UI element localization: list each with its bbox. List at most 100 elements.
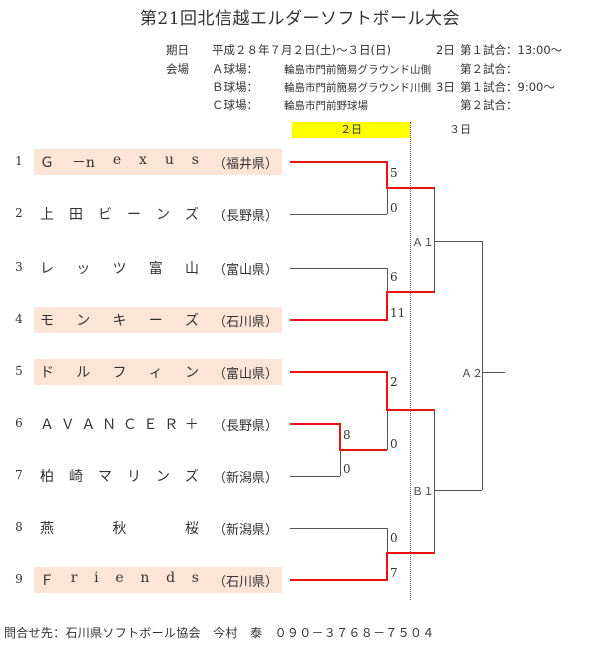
team-seed: 1: [15, 154, 23, 168]
team-name: 柏崎マリンズ: [40, 466, 213, 486]
team-name-char: ン: [155, 469, 170, 485]
page-title: 第21回北信越エルダーソフトボール大会: [139, 9, 461, 29]
team-name-char: i: [94, 570, 99, 586]
team-name-char: ツ: [112, 261, 127, 277]
bracket-v-m4-win: [386, 371, 388, 411]
bracket-line-team2: [290, 214, 387, 215]
team-name-char: e: [115, 570, 124, 586]
team-name-char: 柏: [40, 469, 54, 485]
team-name-char: 山: [184, 261, 199, 277]
team-name: 上田ビーンズ: [40, 204, 213, 224]
team-name-char: ー: [148, 313, 163, 329]
bracket-v-m3-win: [339, 423, 341, 451]
team-name-char: ン: [184, 365, 199, 381]
team-name-char: d: [166, 570, 176, 586]
team-name-char: ＋: [184, 417, 199, 433]
team-name-char: s: [191, 152, 199, 168]
team-seed: 9: [15, 572, 23, 586]
team-name-char: Ａ: [81, 417, 96, 433]
team-name-char: Ｎ: [102, 417, 117, 433]
team-name-char: n: [140, 570, 150, 586]
team-prefecture: （富山県）: [212, 366, 278, 382]
team-name-char: ン: [76, 313, 91, 329]
bracket-line-m2-out: [386, 291, 435, 293]
team-prefecture: （長野県）: [212, 418, 278, 434]
team-name-char: ズ: [184, 469, 199, 485]
team-prefecture: （福井県）: [212, 156, 278, 172]
team-name: 燕秋桜: [40, 518, 213, 538]
score-team1: 5: [390, 166, 398, 180]
day-divider: [410, 122, 411, 600]
venue-label: 会場: [166, 62, 189, 76]
schedule-day2-game2: 第２試合：: [460, 62, 518, 76]
team-name-char: r: [70, 570, 78, 586]
team-row: モンキーズ（石川県）: [34, 307, 282, 333]
team-name: ドルフィン: [40, 362, 213, 382]
team-name-char: Ｒ: [164, 417, 179, 433]
team-name-char: s: [191, 570, 199, 586]
team-row: レッツ富山（富山県）: [34, 255, 282, 281]
team-name: レッツ富山: [40, 258, 213, 278]
bracket-v-m1-lose: [387, 188, 388, 214]
bracket-line-m3-out: [339, 449, 387, 451]
team-prefecture: （新潟県）: [212, 470, 278, 486]
bracket-line-team6: [290, 423, 341, 425]
bracket-line-b1-out: [434, 490, 482, 491]
team-name: モンキーズ: [40, 310, 213, 330]
bracket-line-team9: [290, 579, 388, 581]
venue-a-name: Ａ球場：: [212, 62, 258, 76]
team-name-char: 上: [40, 207, 54, 223]
team-name-char: Ａ: [40, 417, 54, 433]
score-team9: 7: [390, 566, 398, 580]
team-name-char: ズ: [184, 313, 199, 329]
venue-b-place: 輪島市門前簡易グラウンド川側: [284, 82, 431, 94]
venue-c-name: Ｃ球場：: [212, 98, 258, 112]
team-name-char: Ｅ: [143, 417, 158, 433]
team-name-char: レ: [40, 261, 54, 277]
team-name-char: Ｇ: [40, 155, 54, 171]
team-name-char: ン: [155, 207, 170, 223]
team-name-char: 秋: [112, 521, 127, 537]
team-row: 上田ビーンズ（長野県）: [34, 201, 282, 227]
bracket-line-m5-out: [386, 552, 435, 554]
team-name-char: リ: [126, 469, 141, 485]
team-seed: 8: [15, 520, 23, 534]
bracket-line-team1: [290, 161, 388, 163]
team-prefecture: （新潟県）: [212, 522, 278, 538]
bracket-v-m4-lose: [387, 410, 388, 450]
team-seed: 7: [15, 468, 23, 482]
team-name-char: ー: [126, 207, 141, 223]
team-name-char: u: [164, 152, 174, 168]
date-label: 期日: [166, 43, 189, 57]
team-prefecture: （長野県）: [212, 208, 278, 224]
team-row: 柏崎マリンズ（新潟県）: [34, 463, 282, 489]
schedule-day2-game1: 第１試合：13:00～: [460, 43, 563, 57]
node-a2: Ａ２: [461, 367, 483, 380]
team-name-char: Ｃ: [122, 417, 137, 433]
bracket-v-m5-lose: [387, 528, 388, 553]
team-name-char: 崎: [68, 469, 83, 485]
team-seed: 3: [15, 260, 23, 274]
team-name-char: 田: [68, 207, 83, 223]
bracket-v-a1: [434, 188, 435, 292]
bracket-line-team3: [290, 268, 387, 269]
team-name-char: ズ: [184, 207, 199, 223]
team-row: 燕秋桜（新潟県）: [34, 515, 282, 541]
bracket-line-team8: [290, 528, 387, 529]
score-team6: 8: [343, 428, 351, 442]
team-name-char: e: [112, 152, 122, 168]
score-team2: 0: [390, 201, 398, 215]
score-team3: 6: [390, 270, 398, 284]
date-value: 平成２８年７月２日(土)～３日(日): [212, 43, 391, 57]
team-name-char: Ｆ: [40, 573, 54, 589]
bracket-line-team4: [290, 319, 388, 321]
bracket-v-m1-win: [386, 161, 388, 189]
bracket-v-m5-win: [386, 552, 388, 581]
bracket-v-m3-lose: [340, 450, 341, 476]
team-name-char: Ｖ: [60, 417, 75, 433]
bracket-line-team7: [290, 476, 340, 477]
schedule-day3-game1: 第１試合：9:00～: [460, 80, 555, 94]
team-name-char: －n: [71, 155, 95, 171]
